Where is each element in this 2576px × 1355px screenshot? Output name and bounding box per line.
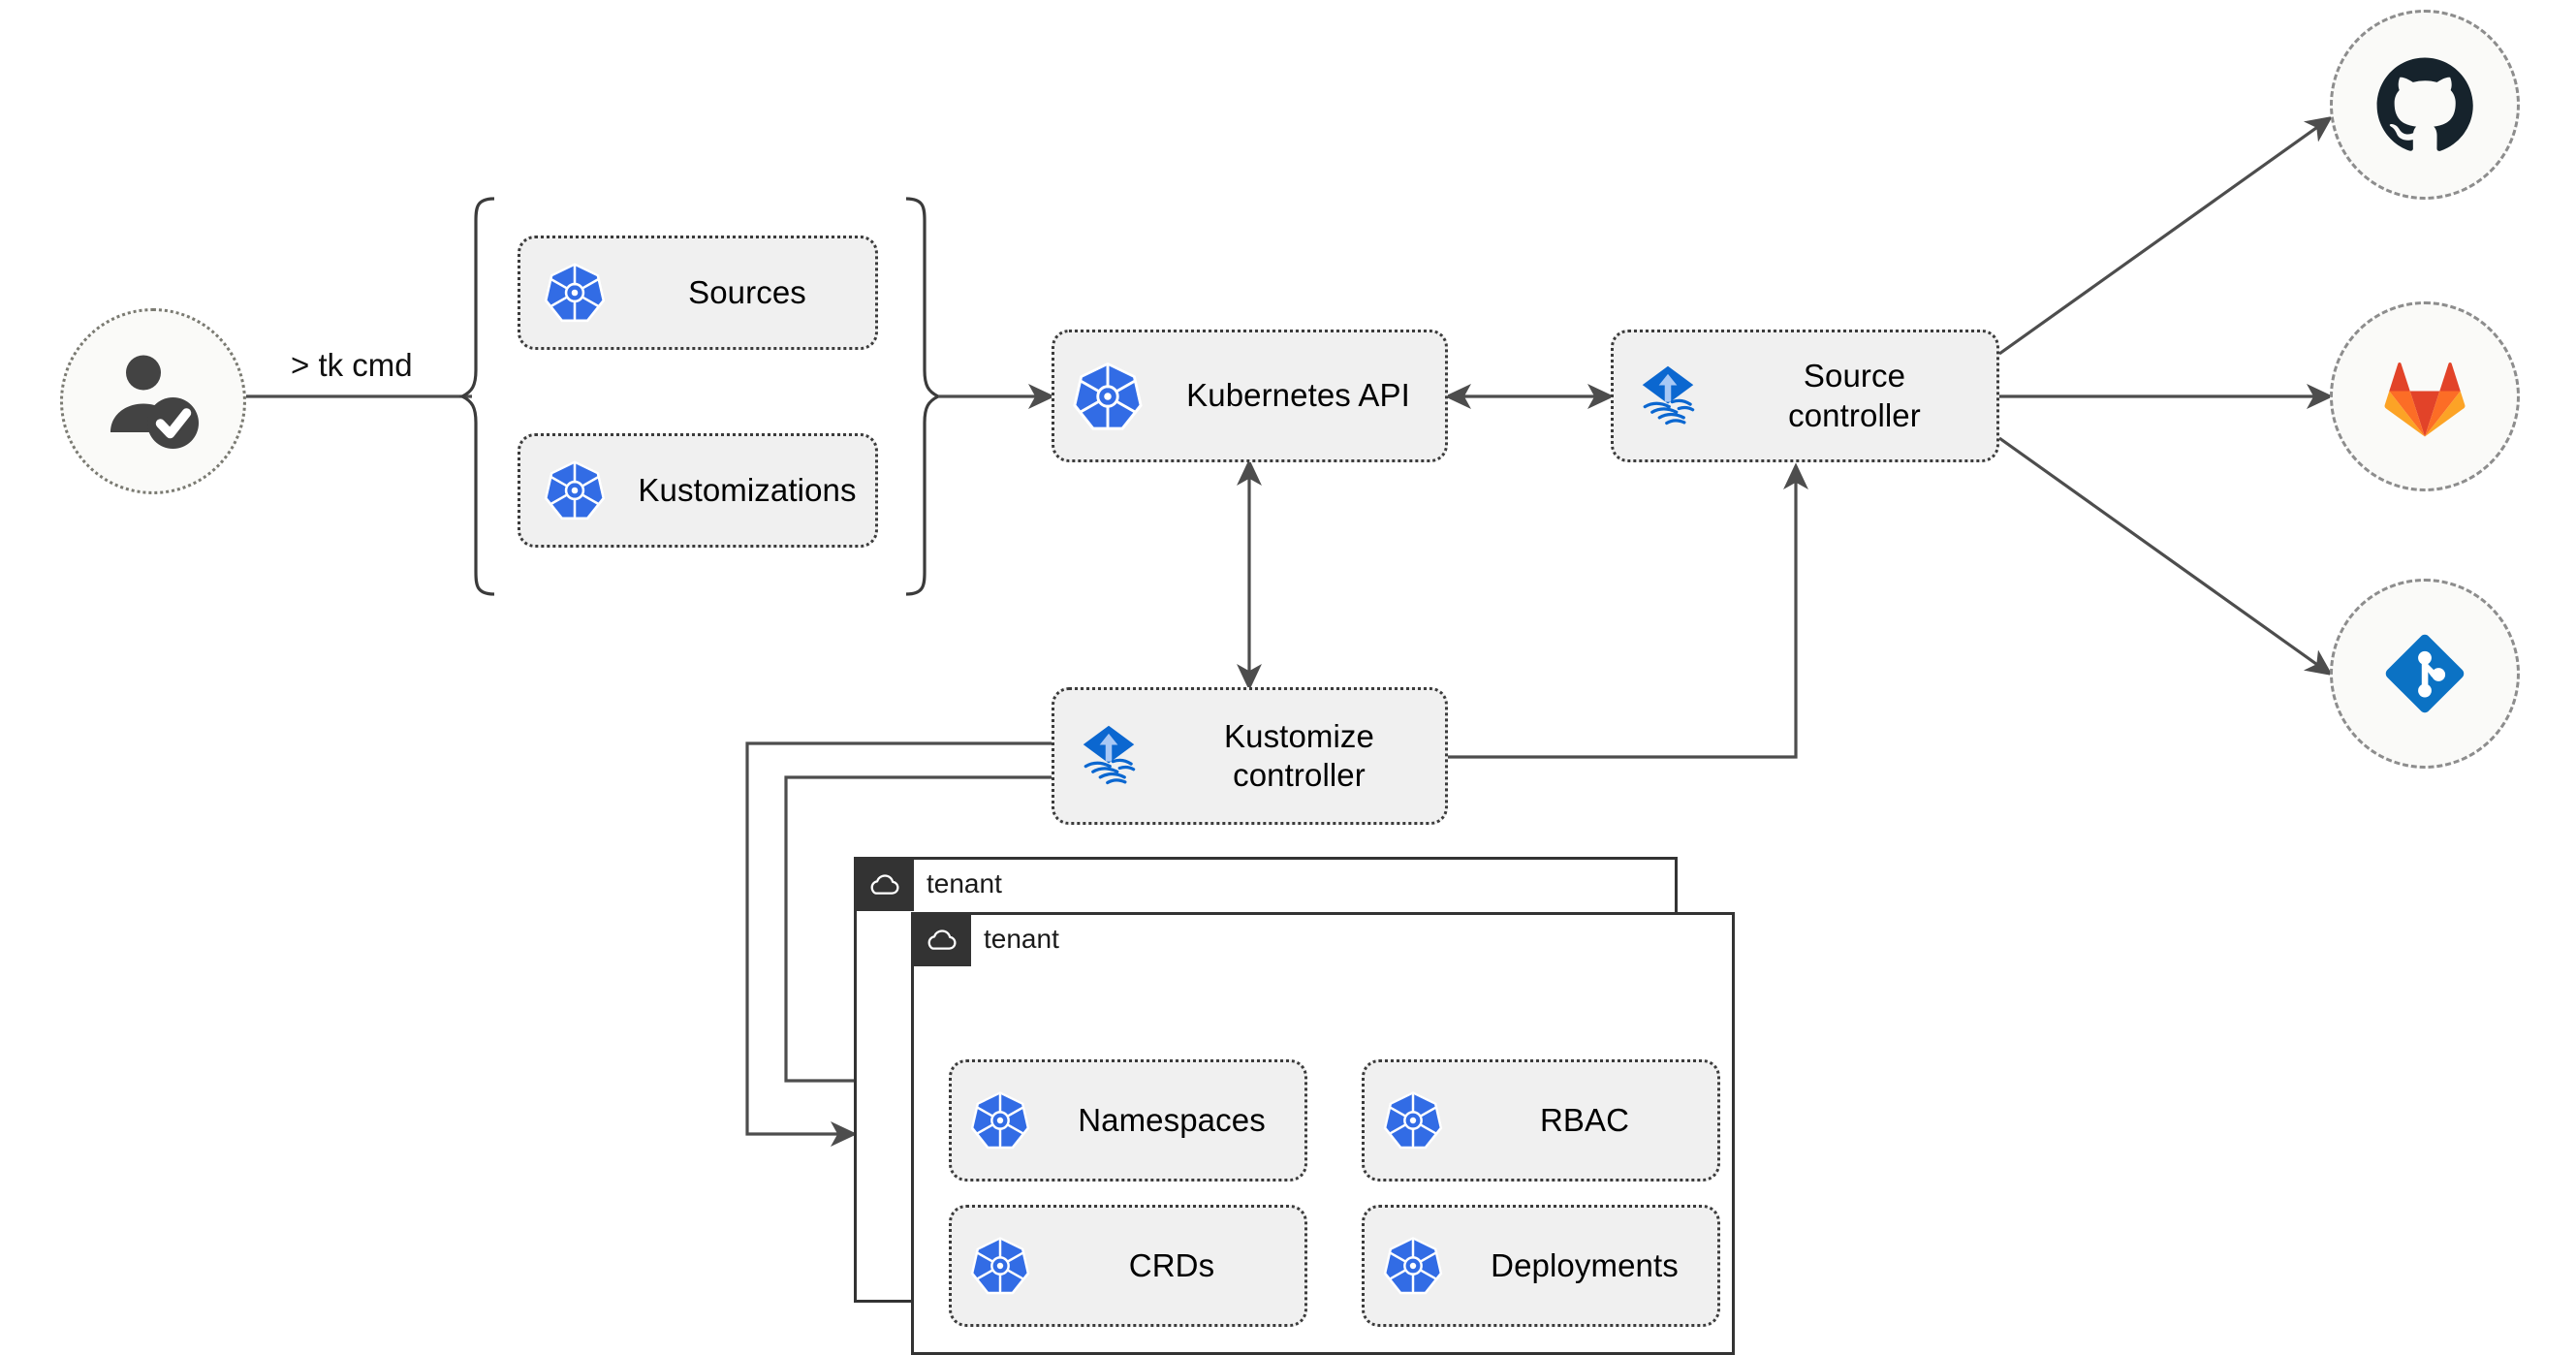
node-kubernetes-api-label: Kubernetes API bbox=[1186, 377, 1410, 414]
resource-kustomizations-label: Kustomizations bbox=[638, 471, 857, 508]
tenant-resource-deployments[interactable]: Deployments bbox=[1362, 1205, 1720, 1327]
command-label: > tk cmd bbox=[291, 347, 413, 383]
tenant-resource-rbac[interactable]: RBAC bbox=[1362, 1059, 1720, 1182]
tenant-resource-rbac-label: RBAC bbox=[1539, 1101, 1630, 1138]
github-icon bbox=[2376, 57, 2473, 151]
tenant-resource-namespaces-label: Namespaces bbox=[1078, 1101, 1266, 1138]
kubernetes-icon bbox=[1054, 359, 1161, 434]
node-source-controller-label-line1: Source bbox=[1803, 358, 1906, 394]
node-source-controller-label-line2: controller bbox=[1788, 396, 1921, 433]
resource-kustomizations[interactable]: Kustomizations bbox=[518, 433, 878, 548]
actor-circle bbox=[60, 308, 246, 494]
tenant-tab-inner bbox=[911, 912, 971, 966]
provider-git[interactable] bbox=[2330, 579, 2520, 769]
flux-icon bbox=[1614, 358, 1722, 435]
gitlab-icon bbox=[2384, 362, 2466, 437]
tenant-name-inner: tenant bbox=[984, 924, 1059, 954]
edge-kustomize-to-source bbox=[1448, 462, 1808, 759]
tenant-resource-namespaces[interactable]: Namespaces bbox=[949, 1059, 1307, 1182]
git-icon bbox=[2385, 634, 2465, 713]
cloud-icon bbox=[927, 930, 957, 950]
tenant-frame-inner: tenant Namespaces bbox=[911, 912, 1735, 1355]
node-source-controller[interactable]: Source controller bbox=[1611, 330, 1999, 462]
node-kustomize-controller-label-line2: controller bbox=[1233, 757, 1366, 793]
tenant-resource-crds-label: CRDs bbox=[1128, 1246, 1215, 1283]
kubernetes-icon bbox=[520, 260, 629, 326]
provider-github[interactable] bbox=[2330, 10, 2520, 200]
tenant-resource-deployments-label: Deployments bbox=[1491, 1246, 1679, 1283]
tenant-name-outer: tenant bbox=[927, 868, 1002, 898]
curly-brace-right bbox=[905, 197, 942, 596]
kubernetes-icon bbox=[1365, 1234, 1461, 1298]
kubernetes-icon bbox=[952, 1088, 1049, 1152]
resource-sources-label: Sources bbox=[688, 273, 806, 310]
node-kubernetes-api[interactable]: Kubernetes API bbox=[1052, 330, 1448, 462]
node-kustomize-controller-label: Kustomize controller bbox=[1163, 717, 1445, 796]
node-kustomize-controller[interactable]: Kustomize controller bbox=[1052, 687, 1448, 825]
tenant-tab-outer bbox=[854, 857, 914, 911]
provider-gitlab[interactable] bbox=[2330, 301, 2520, 491]
kubernetes-icon bbox=[1365, 1088, 1461, 1152]
tenant-resource-crds[interactable]: CRDs bbox=[949, 1205, 1307, 1327]
node-kustomize-controller-label-line1: Kustomize bbox=[1224, 717, 1374, 754]
edge-source-to-git bbox=[1998, 436, 2333, 677]
node-source-controller-label: Source controller bbox=[1722, 357, 1996, 435]
edge-source-to-github bbox=[1998, 115, 2333, 356]
cloud-icon bbox=[870, 874, 899, 895]
flux-icon bbox=[1054, 717, 1163, 795]
kubernetes-icon bbox=[520, 457, 629, 523]
curly-brace-left bbox=[458, 197, 495, 596]
tenant-body-inner: Namespaces RBAC bbox=[914, 969, 1732, 1352]
kubernetes-icon bbox=[952, 1234, 1049, 1298]
resource-sources[interactable]: Sources bbox=[518, 236, 878, 350]
user-verified-icon bbox=[110, 355, 199, 449]
